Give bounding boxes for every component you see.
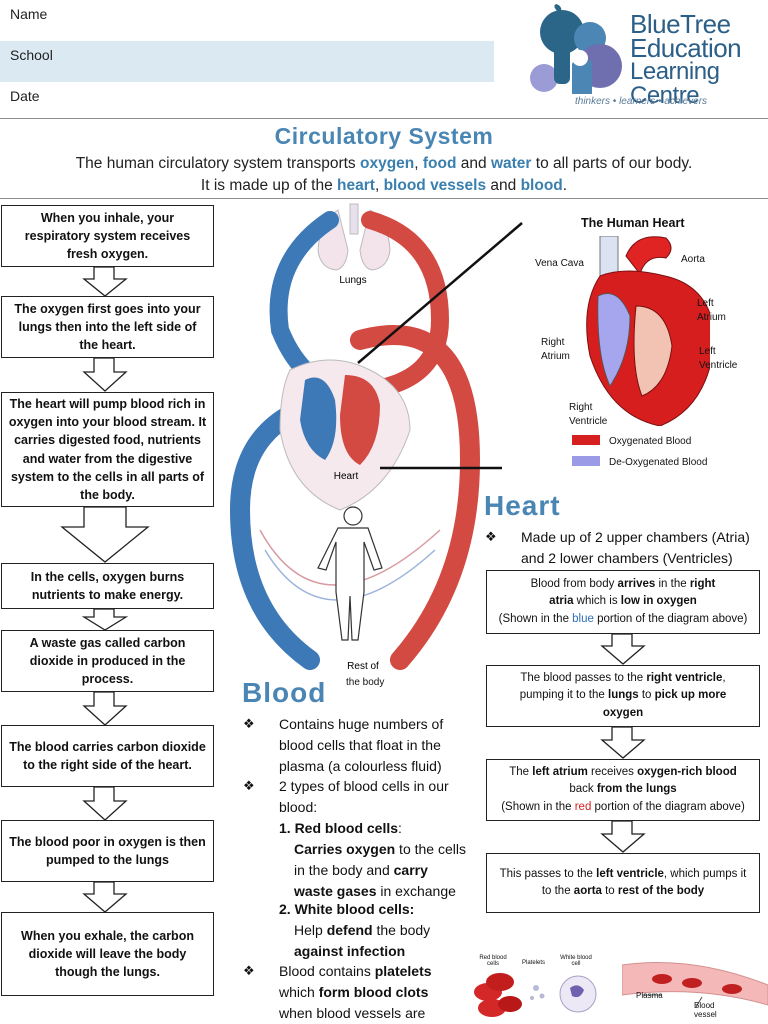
flow-step-1: When you inhale, your respiratory system…	[1, 205, 214, 267]
intro-line-2: It is made up of the heart, blood vessel…	[200, 177, 568, 194]
pointer-lines	[357, 222, 523, 470]
heart-step-1: Blood from body arrives in the right atr…	[486, 570, 760, 634]
down-arrow-icon	[82, 691, 128, 726]
down-arrow-icon	[600, 726, 646, 759]
circulation-diagram: Lungs Heart Rest of	[229, 203, 481, 672]
down-arrow-icon	[82, 881, 128, 913]
flow-step-5: A waste gas called carbon dioxide in pro…	[1, 630, 214, 692]
heart-label: Heart	[334, 471, 359, 482]
aorta-label: Aorta	[681, 254, 705, 265]
down-arrow-icon	[600, 633, 646, 665]
blood-heading: Blood	[242, 677, 327, 708]
intro-divider	[0, 198, 768, 199]
down-arrow-icon	[82, 357, 128, 392]
lungs-label: Lungs	[339, 275, 366, 286]
vena-cava-label: Vena Cava	[535, 258, 584, 269]
diamond-bullet-icon: ❖	[243, 963, 255, 978]
white-cell-label: White blood cell	[560, 955, 592, 967]
rest-label-2: the body	[346, 677, 385, 688]
flow-step-2: The oxygen first goes into your lungs th…	[1, 296, 214, 358]
blood-cells-image	[474, 973, 597, 1017]
blood-vessel-image	[622, 962, 768, 1008]
rest-label-1: Rest of	[347, 661, 379, 672]
diamond-bullet-icon: ❖	[485, 529, 497, 544]
blood-bullet-3: ❖ Blood contains platelets which form bl…	[243, 963, 432, 1021]
name-label: Name	[10, 6, 48, 22]
school-label: School	[10, 47, 53, 63]
flow-step-4: In the cells, oxygen burns nutrients to …	[1, 563, 214, 609]
legend-oxygenated: Oxygenated Blood	[609, 436, 692, 447]
intro-line-1: The human circulatory system transports …	[75, 155, 693, 172]
flow-step-7: The blood poor in oxygen is then pumped …	[1, 820, 214, 882]
flow-step-3: The heart will pump blood rich in oxygen…	[1, 392, 214, 507]
diamond-bullet-icon: ❖	[243, 778, 255, 793]
logo-tagline: thinkers • learners • achievers	[575, 96, 708, 107]
white-blood-cells-item: 2. White blood cells: Help defend the bo…	[279, 901, 431, 959]
school-field[interactable]: School	[0, 41, 494, 82]
flow-step-6: The blood carries carbon dioxide to the …	[1, 725, 214, 787]
logo-text: BlueTree Education Learning Centre	[630, 9, 768, 109]
heart-diagram-title: The Human Heart	[581, 216, 685, 230]
down-arrow-icon	[82, 266, 128, 297]
blood-bullet-2: ❖ 2 types of blood cells in our blood:	[243, 778, 449, 815]
platelets-label: Platelets	[522, 960, 546, 966]
date-label: Date	[10, 88, 40, 104]
logo-line1: BlueTree	[630, 9, 731, 39]
legend-swatch-oxygenated	[572, 435, 600, 445]
down-arrow-icon	[81, 608, 129, 631]
down-arrow-icon	[60, 506, 150, 563]
heart-bullet: ❖ Made up of 2 upper chambers (Atria) an…	[485, 529, 750, 566]
down-arrow-icon	[600, 820, 646, 853]
bluetree-logo-icon	[530, 4, 622, 94]
blood-bullet-1: ❖ Contains huge numbers of blood cells t…	[243, 716, 444, 774]
heart-step-4: This passes to the left ventricle, which…	[486, 853, 760, 913]
diamond-bullet-icon: ❖	[243, 716, 255, 731]
flow-step-8: When you exhale, the carbon dioxide will…	[1, 912, 214, 996]
page-title: Circulatory System	[274, 123, 494, 149]
logo-line3: Learning Centre	[630, 58, 720, 109]
blood-vessel-label: Blood vessel	[694, 1001, 717, 1019]
header-divider	[0, 118, 768, 119]
legend-deoxygenated: De-Oxygenated Blood	[609, 457, 708, 468]
human-heart-diagram	[586, 236, 710, 426]
heart-heading: Heart	[484, 490, 561, 521]
red-cells-label: Red blood cells	[479, 955, 507, 967]
logo-line2: Education	[630, 33, 742, 63]
red-blood-cells-item: 1. Red blood cells: Carries oxygen to th…	[279, 820, 466, 899]
legend-swatch-deoxygenated	[572, 456, 600, 466]
plasma-label: Plasma	[636, 991, 663, 1000]
name-field[interactable]: Name	[0, 0, 494, 41]
heart-step-2: The blood passes to the right ventricle,…	[486, 665, 760, 727]
down-arrow-icon	[82, 786, 128, 821]
heart-step-3: The left atrium receives oxygen-rich blo…	[486, 759, 760, 821]
date-field[interactable]: Date	[0, 82, 494, 123]
